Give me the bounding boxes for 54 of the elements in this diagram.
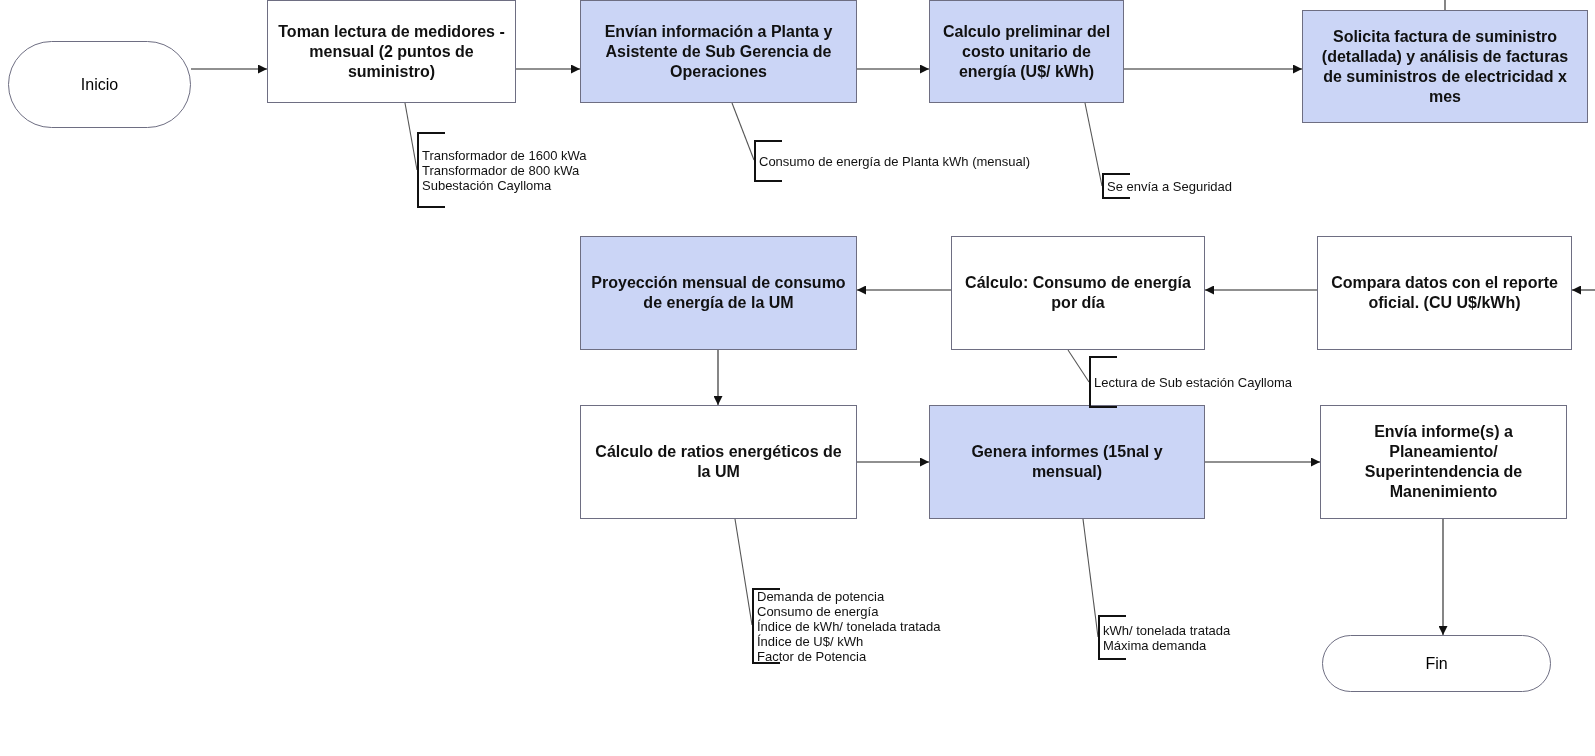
leader-line <box>734 518 753 626</box>
arrow <box>1438 518 1448 636</box>
annotation-text: Subestación Caylloma <box>422 177 552 193</box>
box-label: Compara datos con el reporte oficial. (CU U$/kWh) <box>1330 273 1559 313</box>
box-label: Genera informes (15nal y mensual) <box>970 442 1164 482</box>
leader-line <box>1084 102 1103 187</box>
arrow <box>1123 64 1303 74</box>
arrow <box>1204 457 1321 467</box>
annotation-text: Máxima demanda <box>1103 637 1207 653</box>
connector <box>1444 0 1446 11</box>
box-label: Envía informe(s) a Planeamiento/ Superintendencia de Manenimiento <box>1363 422 1524 502</box>
process-box <box>580 236 857 350</box>
annotation-text: Factor de Potencia <box>757 648 867 664</box>
annotation-text: Índice de kWh/ tonelada tratada <box>757 618 941 634</box>
arrow <box>190 64 268 74</box>
annotation-text: Transformador de 800 kWa <box>422 162 580 178</box>
annotation-text: Demanda de potencia <box>757 588 885 604</box>
annotation-text: Índice de U$/ kWh <box>757 633 864 649</box>
box-label: Envían información a Planta y Asistente de Sub Gerencia de Operaciones <box>603 21 834 82</box>
process-box <box>1317 236 1572 350</box>
annotation-text: Lectura de Sub estación Caylloma <box>1094 374 1292 390</box>
leader-line <box>1082 518 1099 638</box>
leader-line <box>1067 349 1090 383</box>
arrow <box>856 457 930 467</box>
process-box <box>951 236 1205 350</box>
annotation-text: Se envía a Seguridad <box>1107 178 1233 194</box>
arrow <box>1571 285 1595 295</box>
box-label: Calculo preliminar del costo unitario de energía (U$/ kWh) <box>941 21 1112 82</box>
leader-line <box>731 102 755 161</box>
box-label: Fin <box>1425 654 1448 673</box>
annotation-text: Consumo de energía de Planta kWh (mensual) <box>759 153 1030 169</box>
annotation-text: Consumo de energía <box>757 603 879 619</box>
arrow <box>856 64 930 74</box>
annotation-text: kWh/ tonelada tratada <box>1103 622 1231 638</box>
terminator-shape <box>1322 635 1551 692</box>
process-box <box>580 405 857 519</box>
process-box <box>1302 10 1588 123</box>
box-label: Solicita factura de suministro (detallada) y análisis de facturas de suministros de electricidad x mes <box>1320 26 1570 107</box>
arrow <box>1204 285 1318 295</box>
process-box <box>267 0 516 103</box>
process-box <box>929 405 1205 519</box>
arrow <box>713 349 723 406</box>
box-label: Cálculo de ratios energéticos de la UM <box>594 442 843 482</box>
box-label: Cálculo: Consumo de energía por día <box>964 273 1192 313</box>
arrow <box>856 285 952 295</box>
arrow <box>515 64 581 74</box>
box-label: Inicio <box>80 75 119 94</box>
box-label: Toman lectura de medidores - mensual (2 puntos de suministro) <box>277 21 506 82</box>
box-label: Proyección mensual de consumo de energía de la UM <box>590 273 847 313</box>
process-box <box>1320 405 1567 519</box>
annotation-text: Transformador de 1600 kWa <box>422 147 587 163</box>
leader-line <box>404 102 418 171</box>
process-box <box>580 0 857 103</box>
process-box <box>929 0 1124 103</box>
